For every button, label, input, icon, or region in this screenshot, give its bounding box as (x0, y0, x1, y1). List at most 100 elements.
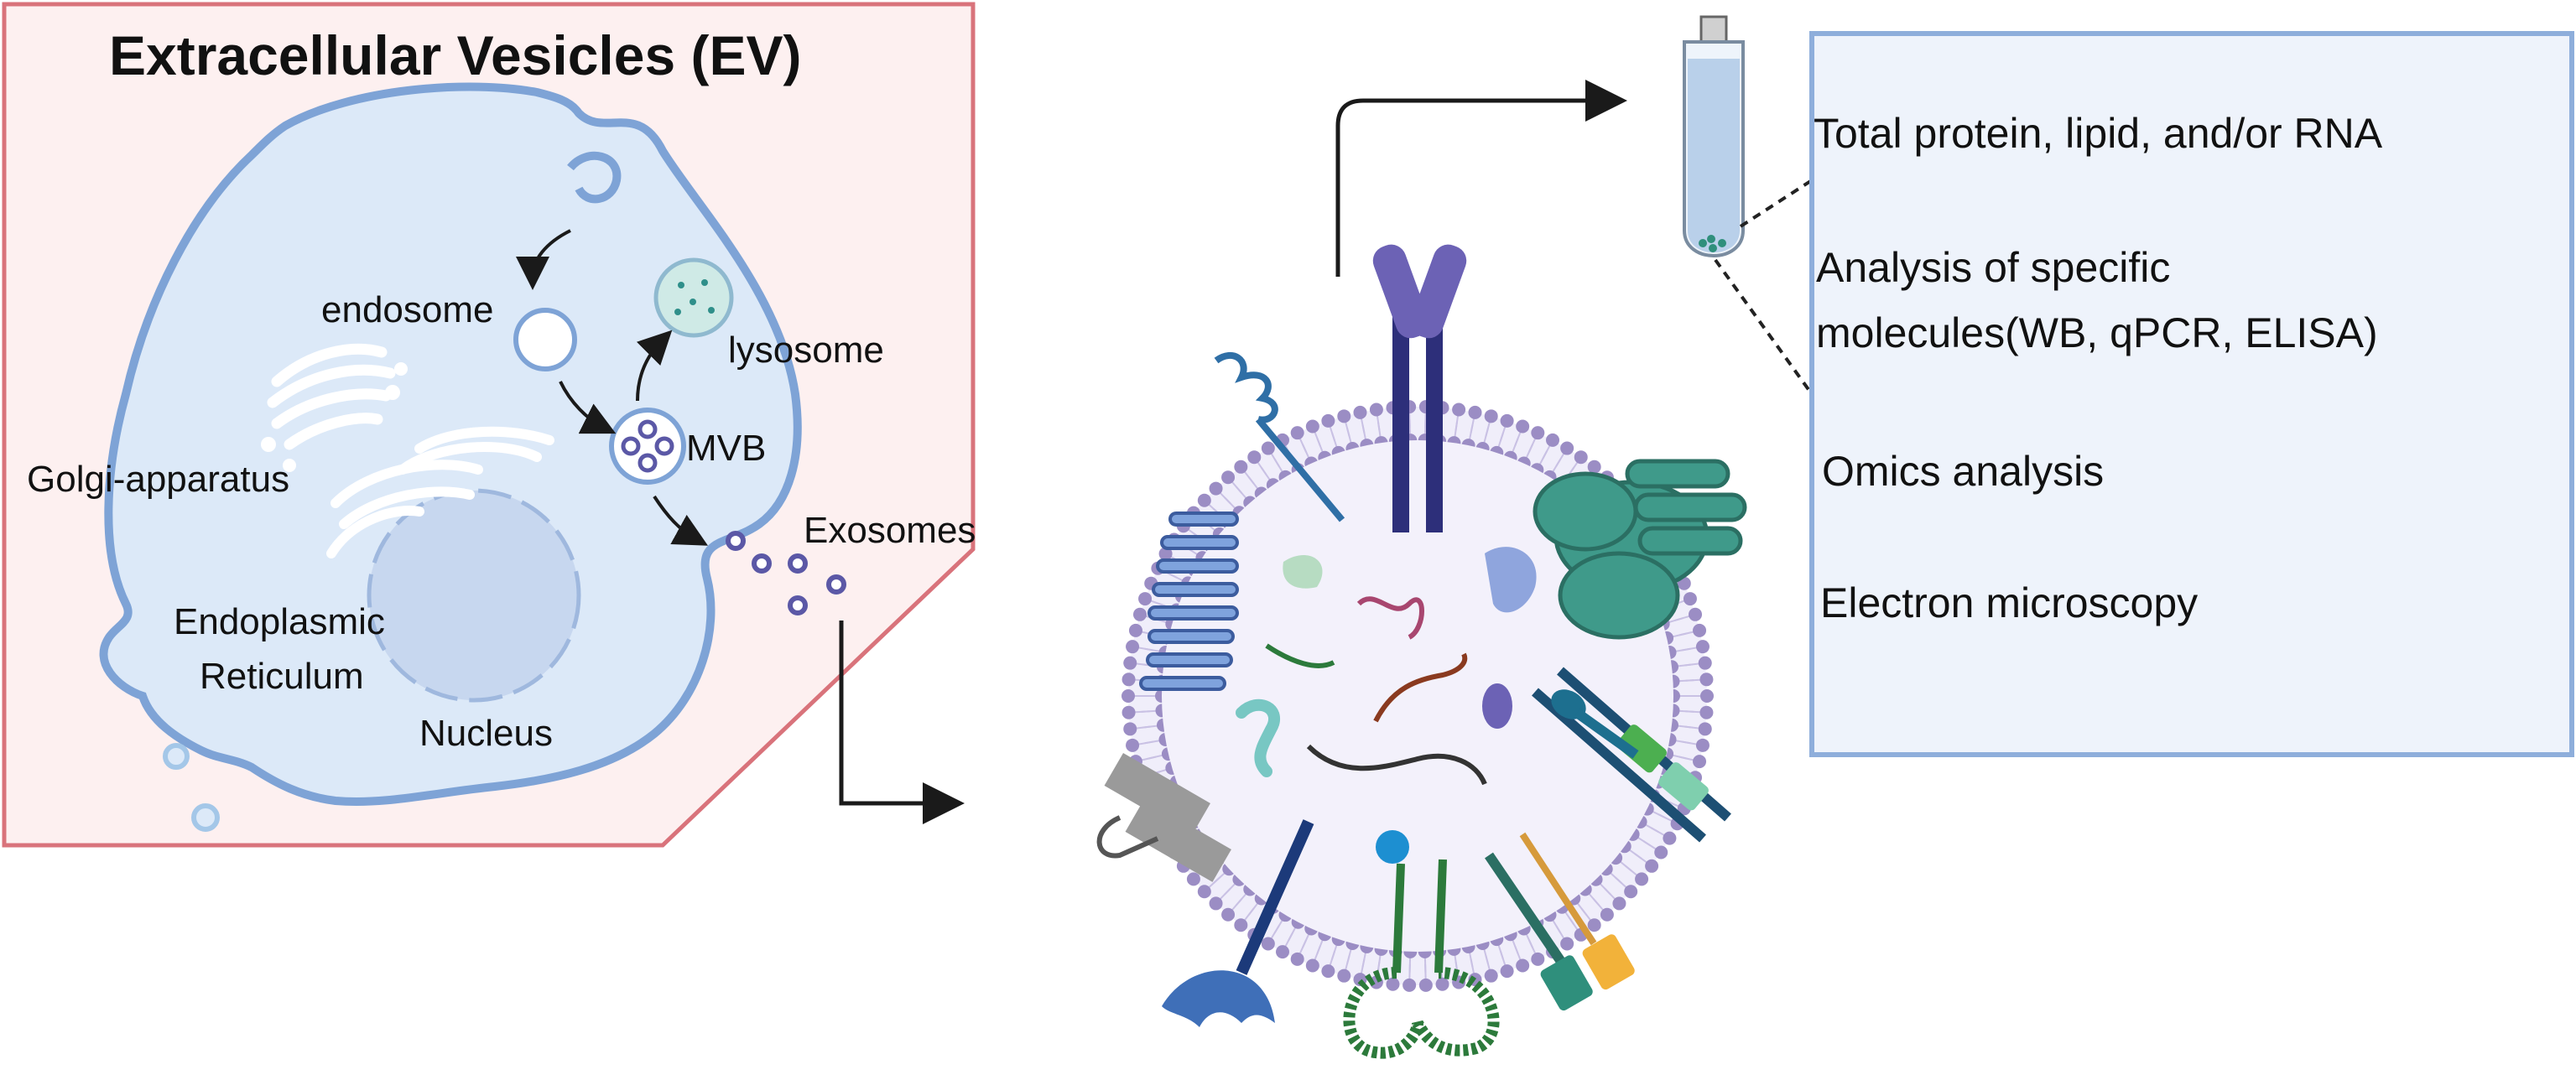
lipid-head (1132, 607, 1147, 621)
label-golgi: Golgi-apparatus (27, 459, 290, 500)
lipid-head (1121, 673, 1136, 687)
analysis-item-total: Total protein, lipid, and/or RNA (1814, 110, 2383, 157)
analysis-item-omics: Omics analysis (1822, 448, 2105, 495)
teal-protein-complex (1533, 459, 1747, 640)
lipid-head (1484, 409, 1498, 423)
lipid-head (1468, 405, 1482, 419)
lipid-head (1435, 977, 1449, 991)
lipid-head (1123, 656, 1137, 670)
lysosome (653, 257, 734, 338)
label-nucleus: Nucleus (419, 713, 553, 754)
lipid-head (1321, 413, 1335, 428)
mvb-vesicles (621, 419, 674, 473)
lipid-head (1221, 470, 1236, 485)
grey-transporter (1096, 752, 1231, 882)
lipid-head (1699, 673, 1714, 687)
sample-tube (1683, 15, 1745, 257)
golgi-apparatus (267, 343, 396, 450)
lipid-head (1261, 937, 1275, 951)
analysis-item-em: Electron microscopy (1820, 579, 2199, 626)
analysis-box (1809, 31, 2574, 757)
lipid-head (1337, 969, 1351, 983)
label-mvb: MVB (686, 428, 767, 469)
lipid-head (1645, 859, 1659, 873)
budding-vesicles (163, 743, 220, 832)
tube-callout-lines (1714, 179, 1814, 396)
lipid-head (1418, 978, 1433, 992)
exosome-particles (726, 531, 846, 615)
lipid-head (1699, 705, 1714, 719)
lipid-head (1290, 952, 1304, 966)
lipid-head (1484, 969, 1498, 983)
lipid-head (1624, 885, 1638, 899)
lipid-head (1369, 402, 1383, 417)
membrane-invagination (567, 151, 622, 204)
receptor-protein (1214, 352, 1345, 522)
lipid-head (1321, 964, 1335, 979)
lipid-head (1612, 896, 1626, 911)
lipid-head (1516, 419, 1530, 434)
label-exosomes: Exosomes (804, 510, 976, 551)
lipid-head (1700, 689, 1714, 703)
endoplasmic-reticulum (326, 426, 554, 558)
label-lysosome: lysosome (728, 330, 884, 371)
lipid-head (1186, 872, 1200, 886)
lipid-head (1275, 945, 1289, 959)
lipid-head (1121, 689, 1135, 703)
lipid-head (1683, 592, 1697, 606)
lipid-head (1261, 441, 1275, 455)
antibody-protein (1372, 244, 1467, 532)
lipid-head (1158, 547, 1173, 561)
teal-ligand-protein (1551, 689, 1639, 759)
lipid-head (1197, 885, 1211, 899)
lipid-head (1305, 958, 1319, 973)
lipid-head (1574, 450, 1588, 465)
lipid-head (1560, 441, 1574, 455)
lipid-head (1693, 623, 1707, 637)
lipid-head (1234, 460, 1248, 474)
lipid-head (1221, 907, 1236, 922)
lipid-head (1126, 640, 1140, 654)
lipid-head (1386, 977, 1400, 991)
lipid-head (1516, 958, 1530, 973)
cell-membrane (99, 82, 802, 806)
mvb (609, 408, 686, 485)
lipid-head (1247, 450, 1262, 465)
lipid-head (1197, 493, 1211, 507)
green-coil-protein (1343, 830, 1500, 1059)
lipid-head (1234, 918, 1248, 932)
bottom-right-proteins (1485, 832, 1635, 1011)
lipid-head (1128, 623, 1142, 637)
arrow-to-vesicle (839, 621, 965, 824)
lipid-head (1500, 964, 1514, 979)
lipid-head (1500, 413, 1514, 428)
lipid-head (1587, 918, 1601, 932)
lipid-head (1695, 738, 1710, 752)
lipid-head (1663, 831, 1677, 845)
golgi-vesicles (261, 362, 408, 472)
anchor-protein (1162, 819, 1314, 1027)
lipid-head (1689, 607, 1703, 621)
lipid-head (1138, 592, 1153, 606)
analysis-item-specific-2: molecules(WB, qPCR, ELISA) (1816, 309, 2378, 356)
lipid-head (1546, 433, 1560, 447)
vesicle-cargo (1236, 547, 1537, 786)
lipid-head (1654, 845, 1668, 859)
lipid-head (1123, 722, 1137, 736)
lipid-head (1305, 419, 1319, 434)
label-er-line2: Reticulum (200, 656, 364, 697)
tetraspanin-proteins (1139, 512, 1239, 691)
label-er-line1: Endoplasmic (174, 601, 385, 642)
lipid-head (1531, 952, 1545, 966)
lipid-head (1337, 409, 1351, 423)
lipid-head (1587, 460, 1601, 474)
lysosome-contents (674, 279, 715, 315)
label-endosome: endosome (321, 289, 494, 330)
nucleus (367, 488, 581, 703)
lipid-head (1560, 937, 1574, 951)
lipid-head (1402, 978, 1417, 992)
analysis-item-specific-1: Analysis of specific (1816, 244, 2171, 291)
lipid-head (1693, 755, 1707, 769)
